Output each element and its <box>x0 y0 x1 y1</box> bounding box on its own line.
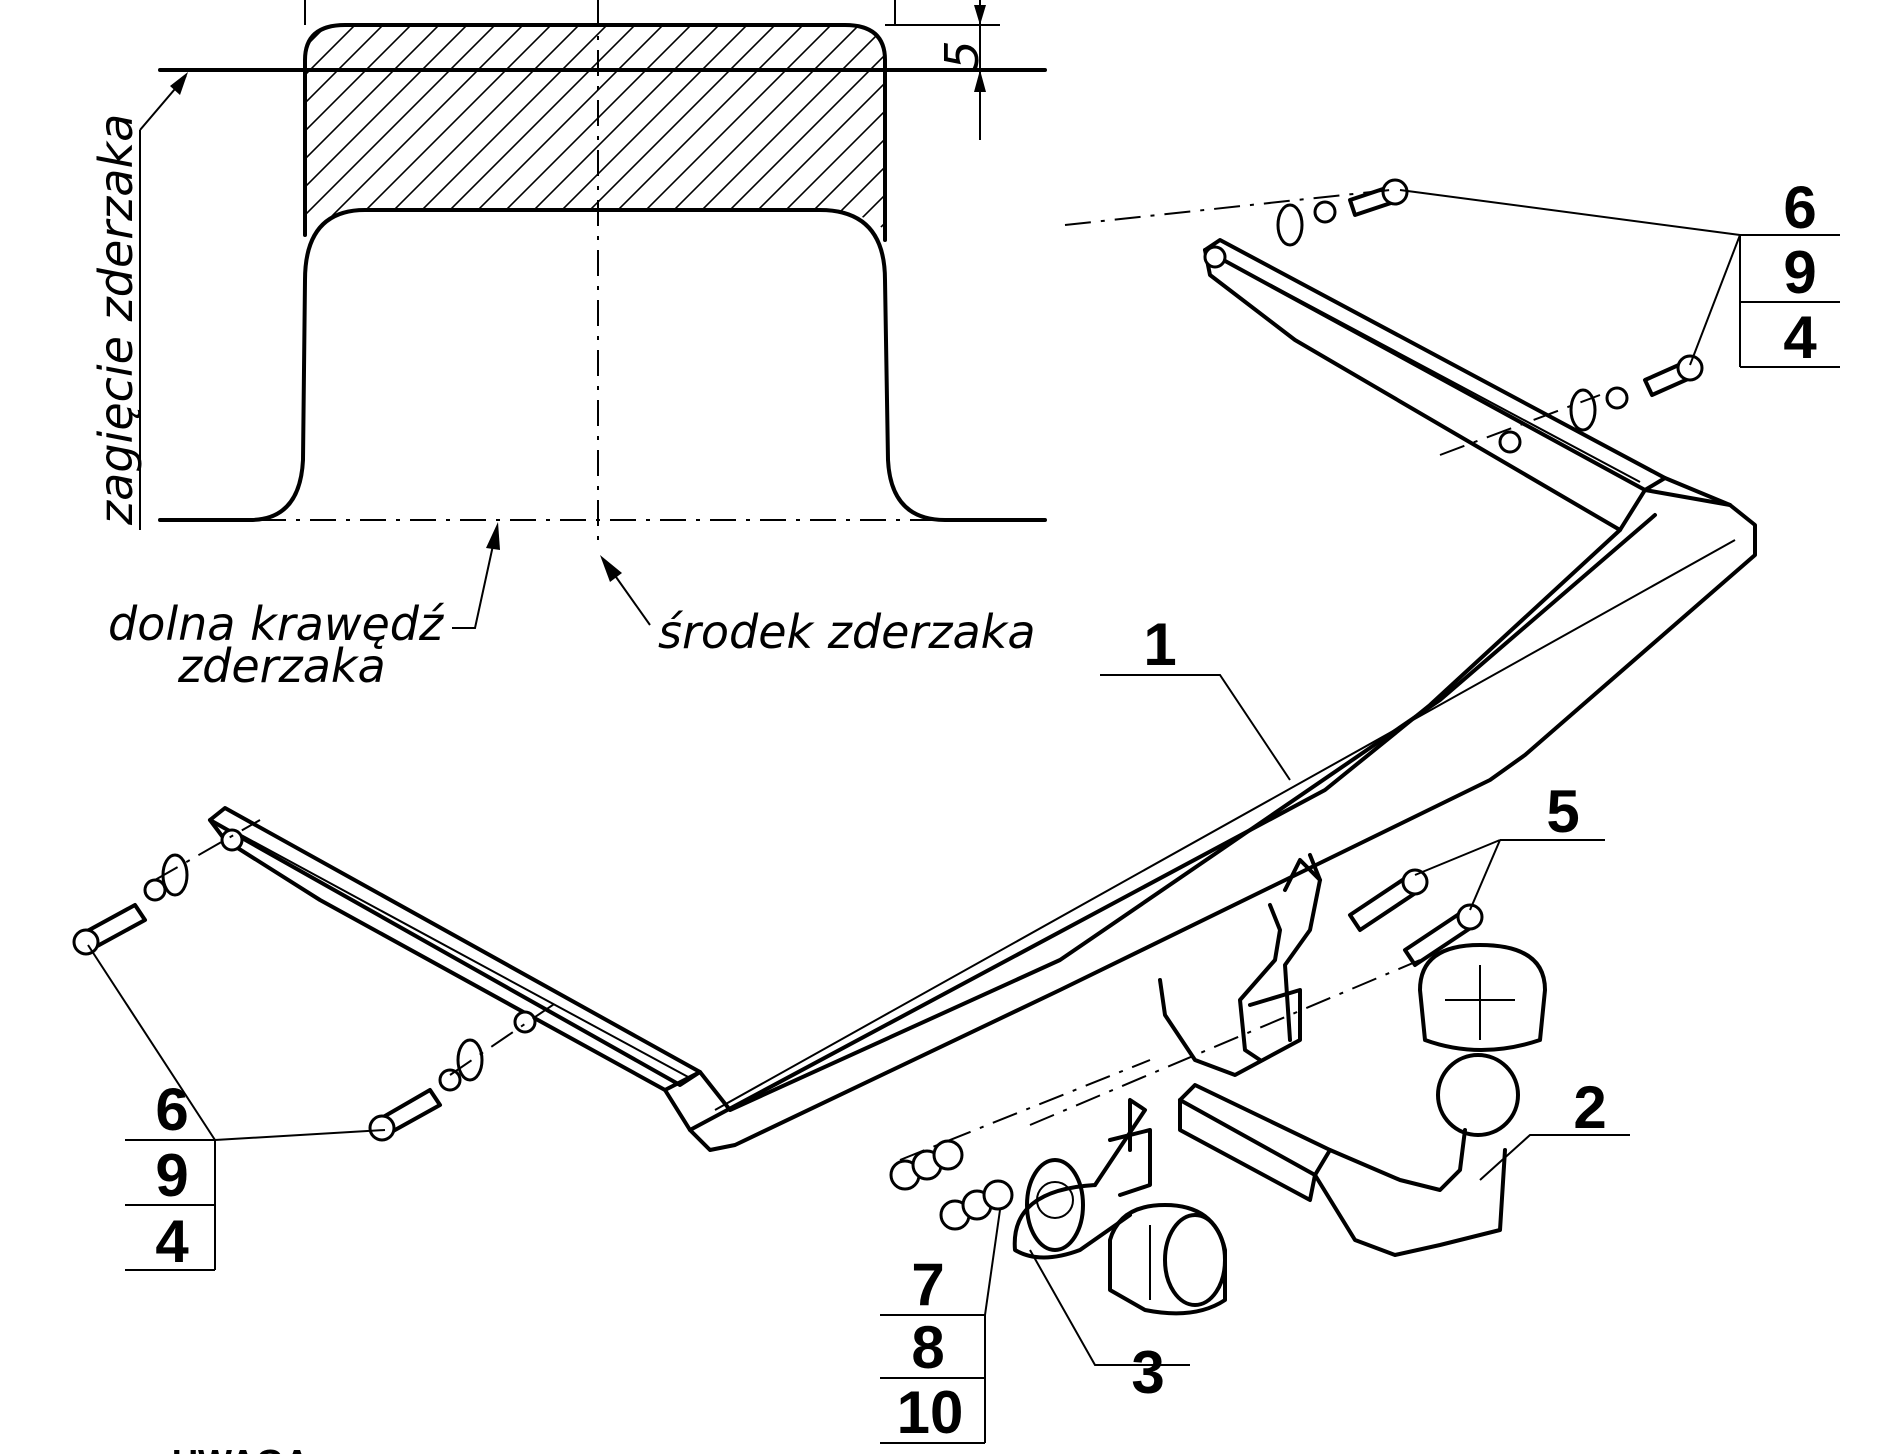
label-left-4: 4 <box>155 1208 189 1275</box>
hatch-line <box>419 25 651 235</box>
footer-note: UWAGA <box>172 1442 310 1454</box>
label-left-6: 6 <box>155 1076 188 1143</box>
hatch-line <box>1232 10 1462 240</box>
hatch-line <box>305 25 427 235</box>
hatch-line <box>305 25 511 235</box>
hatch-line <box>727 25 885 235</box>
hatch-line <box>755 25 885 235</box>
hatch-line <box>811 25 885 235</box>
electrical-socket <box>1108 1203 1227 1316</box>
part-labels: 1 2 3 5 6 9 4 6 9 4 7 8 10 <box>155 174 1817 1446</box>
fasteners <box>72 178 1704 1231</box>
hatch-line <box>335 25 567 235</box>
hatch-line <box>391 25 623 235</box>
hatch-line <box>305 25 483 235</box>
hatch-line <box>305 25 399 235</box>
hatch-line <box>475 25 707 235</box>
hatch-line <box>671 25 885 235</box>
label-nut-10: 10 <box>897 1379 964 1446</box>
nuts-7-8-10 <box>889 1139 1014 1231</box>
label-part-2: 2 <box>1573 1074 1606 1141</box>
hatch-line <box>587 25 819 235</box>
hatch-line <box>783 25 885 235</box>
bumper-cutout-detail: 5 zagięcie zderzaka dolna krawędź zderza… <box>89 0 1462 693</box>
hatch-line <box>1120 10 1350 240</box>
bumper-cutout-label: zagięcie zderzaka <box>89 114 143 526</box>
dimension-5: 5 <box>935 40 989 69</box>
upper-bolt-set-1 <box>1203 178 1409 269</box>
hatch-line <box>1064 10 1294 240</box>
label-right-9: 9 <box>1783 239 1816 306</box>
leader-lines <box>87 189 1840 1444</box>
hatch-line <box>1036 10 1266 240</box>
label-part-5: 5 <box>1546 778 1579 845</box>
hatch-line <box>305 25 455 235</box>
hatch-line <box>1008 10 1238 240</box>
hatch-line <box>615 25 847 235</box>
bolts-5 <box>1348 868 1484 967</box>
hatch-line <box>447 25 679 235</box>
label-left-9: 9 <box>155 1142 188 1209</box>
hatch-line <box>980 10 1210 240</box>
label-part-3: 3 <box>1131 1339 1164 1406</box>
socket-plate <box>1012 1098 1152 1260</box>
hatch-line <box>839 25 885 235</box>
hatch-line <box>363 25 595 235</box>
left-bolt-set-1 <box>72 828 244 956</box>
label-nut-8: 8 <box>911 1314 944 1381</box>
left-bolt-set-2 <box>368 1010 537 1142</box>
towbar-frame <box>208 238 1757 1152</box>
hatch-line <box>531 25 763 235</box>
hatch-line <box>559 25 791 235</box>
label-nut-7: 7 <box>911 1251 944 1318</box>
hatched-area <box>305 10 1462 240</box>
label-right-6: 6 <box>1783 174 1816 241</box>
lower-edge-label-1: dolna krawędź <box>108 597 445 651</box>
lower-edge-label-2: zderzaka <box>177 639 386 693</box>
hatch-line <box>699 25 885 235</box>
tow-ball-neck <box>1178 943 1547 1257</box>
label-part-1: 1 <box>1143 611 1176 678</box>
label-right-4: 4 <box>1783 304 1817 371</box>
center-label: środek zderzaka <box>658 605 1036 659</box>
hatch-line <box>307 25 539 235</box>
hatch-line <box>503 25 735 235</box>
hatch-line <box>305 25 371 235</box>
hatch-line <box>1148 10 1378 240</box>
hatch-line <box>896 10 1126 240</box>
hatch-line <box>643 25 875 235</box>
